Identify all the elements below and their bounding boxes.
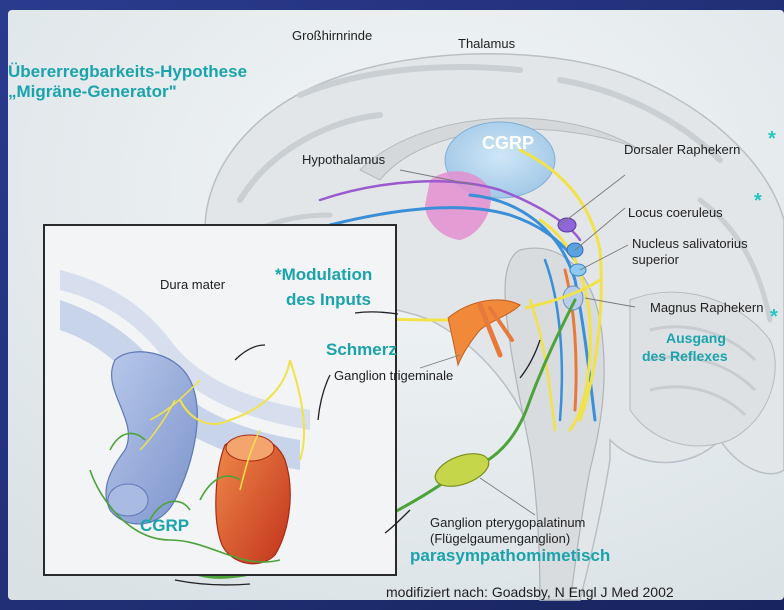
label-dorsal-raphe: Dorsaler Raphekern (624, 142, 740, 157)
label-ganglion-pterygopalatinum-1: Ganglion pterygopalatinum (430, 515, 585, 530)
label-schmerz: Schmerz (326, 340, 397, 360)
credit-text: modifiziert nach: Goadsby, N Engl J Med … (386, 584, 674, 600)
star-locus-coeruleus: * (754, 194, 762, 209)
label-dura-mater: Dura mater (160, 277, 225, 292)
label-modulation-2: des Inputs (286, 290, 371, 310)
label-nucleus-salivatorius-2: superior (632, 252, 679, 267)
label-cortex: Großhirnrinde (292, 28, 372, 43)
title-line-2: „Migräne-Generator" (8, 82, 177, 102)
label-ganglion-pterygopalatinum-2: (Flügelgaumenganglion) (430, 531, 570, 546)
label-modulation-1: *Modulation (275, 265, 372, 285)
title-line-1: Übererregbarkeits-Hypothese (8, 62, 247, 82)
label-ausgang-1: Ausgang (666, 330, 726, 346)
label-nucleus-salivatorius-1: Nucleus salivatorius (632, 236, 748, 251)
label-thalamus: Thalamus (458, 36, 515, 51)
label-cgrp-brain: CGRP (482, 133, 534, 153)
star-magnus-raphe: * (770, 310, 778, 325)
label-ganglion-trigeminale: Ganglion trigeminale (334, 368, 453, 383)
label-parasympathomimetisch: parasympathomimetisch (410, 546, 610, 566)
label-magnus-raphe: Magnus Raphekern (650, 300, 763, 315)
label-hypothalamus: Hypothalamus (302, 152, 385, 167)
label-cgrp-vessel: CGRP (140, 516, 189, 536)
label-locus-coeruleus: Locus coeruleus (628, 205, 723, 220)
star-dorsal-raphe: * (768, 132, 776, 147)
label-ausgang-2: des Reflexes (642, 348, 728, 364)
